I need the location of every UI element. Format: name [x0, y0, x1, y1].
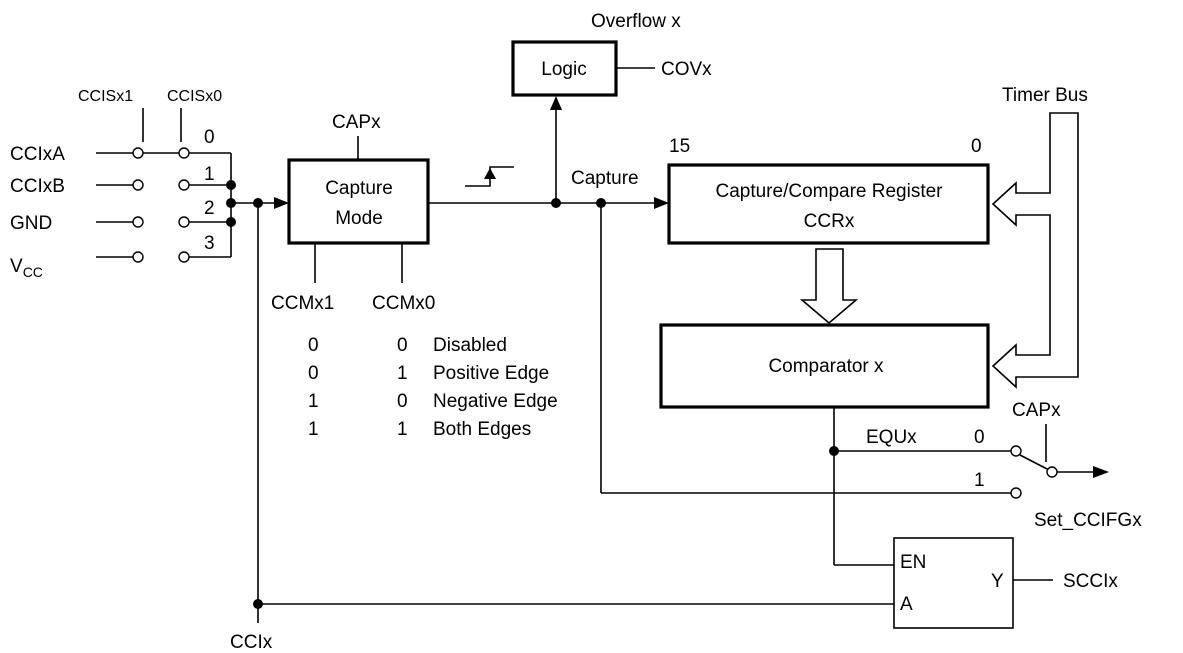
switch-contact-0: [1010, 445, 1022, 457]
ccmx0-label: CCMx0: [372, 293, 435, 314]
contact-pos3: [178, 251, 190, 263]
ccr-register-line1: Capture/Compare Register: [715, 181, 943, 202]
capture-mode-line1: Capture: [325, 178, 393, 199]
latch-y-label: Y: [991, 571, 1004, 592]
switch-capx-label: CAPx: [1012, 400, 1061, 421]
contact-vcc-left: [132, 251, 144, 263]
timer-bus-shape: [991, 112, 1079, 389]
ccr-register-box: [667, 163, 990, 245]
mode-row-2-ccmx0: 1: [397, 363, 408, 384]
cap-mode-capx-label: CAPx: [332, 112, 381, 133]
latch-a-label: A: [900, 594, 913, 615]
latch-en-label: EN: [900, 552, 926, 573]
capture-label: Capture: [571, 168, 639, 189]
input-ccixa-label: CCIxA: [10, 144, 65, 165]
mode-row-1-ccmx1: 0: [308, 335, 319, 356]
mode-row-3-desc: Negative Edge: [433, 391, 558, 412]
pos1-label: 1: [204, 164, 215, 185]
mode-row-3-ccmx0: 0: [397, 391, 408, 412]
overflow-label: Overflow x: [591, 11, 681, 32]
contact-ccixa-left: [132, 147, 144, 159]
contact-pos1: [178, 179, 190, 191]
comparator-box: [659, 323, 990, 409]
switch-pivot: [1046, 466, 1058, 478]
mode-row-4-desc: Both Edges: [433, 419, 531, 440]
ccmx1-label: CCMx1: [271, 293, 334, 314]
switch-blade: [1019, 454, 1050, 471]
junction-pos2: [226, 217, 236, 227]
switch-out-arrow: [1093, 466, 1109, 478]
logic-label: Logic: [541, 59, 586, 80]
bit-low-label: 0: [971, 136, 982, 157]
input-gnd-label: GND: [10, 213, 52, 234]
contact-gnd-left: [132, 216, 144, 228]
pos3-label: 3: [204, 233, 215, 254]
rising-edge-arrow: [484, 168, 496, 179]
logic-box: [511, 40, 618, 97]
ccr-register-line2: CCRx: [804, 211, 855, 232]
switch-pos1-label: 1: [974, 470, 985, 491]
junction-pos1: [226, 180, 236, 190]
bit-high-label: 15: [669, 136, 690, 157]
contact-ccixb-left: [132, 179, 144, 191]
capture-mode-input-arrow: [274, 197, 289, 209]
register-input-arrow: [654, 197, 669, 209]
ccix-label: CCIx: [230, 632, 273, 653]
equ-label: EQUx: [866, 427, 917, 448]
input-vcc-label: VCC: [10, 256, 43, 280]
mode-row-1-ccmx0: 0: [397, 335, 408, 356]
mode-row-4-ccmx1: 1: [308, 419, 319, 440]
mode-row-2-ccmx1: 0: [308, 363, 319, 384]
register-to-comparator-arrow: [799, 248, 859, 325]
capture-mode-box: [287, 158, 430, 245]
cov-label: COVx: [661, 59, 712, 80]
contact-pos2: [178, 216, 190, 228]
capture-mode-line2: Mode: [335, 208, 383, 229]
logic-input-arrow: [550, 96, 562, 110]
ccisx1-label: CCISx1: [78, 88, 133, 105]
set-ccifg-label: Set_CCIFGx: [1034, 510, 1142, 531]
scci-label: SCCIx: [1063, 571, 1118, 592]
mode-row-4-ccmx0: 1: [397, 419, 408, 440]
comparator-label: Comparator x: [768, 356, 884, 377]
mode-row-3-ccmx1: 1: [308, 391, 319, 412]
switch-contact-1: [1010, 487, 1022, 499]
contact-pos0: [178, 147, 190, 159]
mode-row-1-desc: Disabled: [433, 335, 507, 356]
pos0-label: 0: [204, 127, 215, 148]
timer-bus-label: Timer Bus: [1002, 85, 1088, 106]
latch-box: [893, 537, 1014, 629]
mode-row-2-desc: Positive Edge: [433, 363, 549, 384]
input-ccixb-label: CCIxB: [10, 176, 65, 197]
pos2-label: 2: [204, 198, 215, 219]
switch-pos0-label: 0: [974, 427, 985, 448]
ccisx0-label: CCISx0: [167, 88, 222, 105]
